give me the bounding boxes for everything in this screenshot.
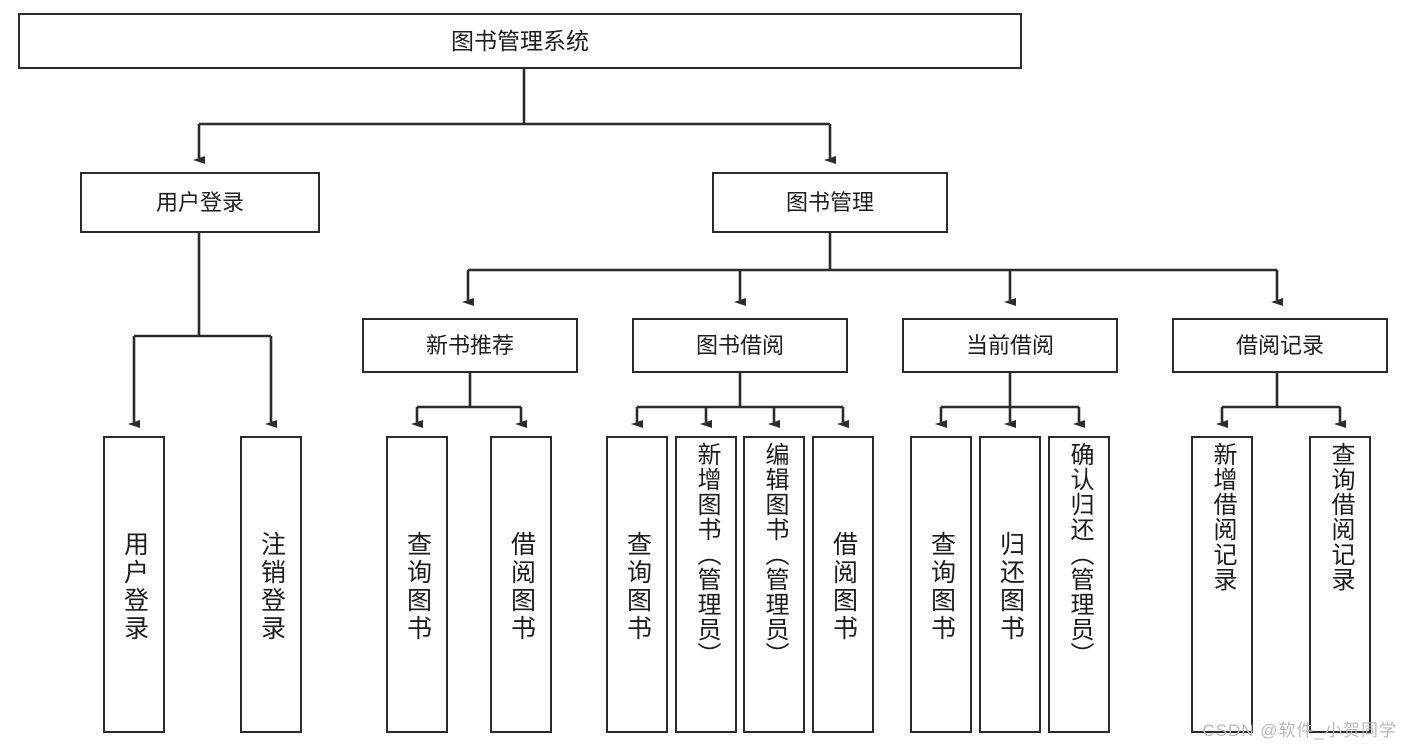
node-label: 新增图书（管理员） <box>693 442 720 667</box>
leaf-borrow-borrow-book[interactable]: 借阅图书 <box>812 436 874 733</box>
node-label: 借阅图书 <box>507 530 536 643</box>
leaf-current-confirm-return-admin[interactable]: 确认归还（管理员） <box>1048 436 1110 733</box>
node-label: 归还图书 <box>996 530 1025 643</box>
node-label: 当前借阅 <box>965 332 1054 358</box>
node-label: 注销登录 <box>257 530 286 643</box>
node-book-management[interactable]: 图书管理 <box>712 172 948 233</box>
leaf-borrow-query-book[interactable]: 查询图书 <box>606 436 668 733</box>
node-borrow-record[interactable]: 借阅记录 <box>1172 318 1388 373</box>
node-new-book-recommend[interactable]: 新书推荐 <box>362 318 578 373</box>
node-label: 用户登录 <box>120 530 149 643</box>
node-label: 确认归还（管理员） <box>1066 442 1093 667</box>
node-label: 图书借阅 <box>695 332 784 358</box>
node-user-login[interactable]: 用户登录 <box>80 172 320 233</box>
node-label: 借阅记录 <box>1235 332 1324 358</box>
node-book-borrow[interactable]: 图书借阅 <box>632 318 848 373</box>
node-label: 查询借阅记录 <box>1327 442 1354 592</box>
leaf-record-add-borrow-record[interactable]: 新增借阅记录 <box>1191 436 1253 733</box>
node-label: 新书推荐 <box>425 332 514 358</box>
node-root-system[interactable]: 图书管理系统 <box>18 13 1022 69</box>
node-label: 新增借阅记录 <box>1209 442 1236 592</box>
node-label: 图书管理 <box>785 189 874 215</box>
leaf-current-query-book[interactable]: 查询图书 <box>910 436 972 733</box>
leaf-current-return-book[interactable]: 归还图书 <box>979 436 1041 733</box>
node-label: 用户登录 <box>155 189 244 215</box>
node-current-borrow[interactable]: 当前借阅 <box>902 318 1118 373</box>
node-label: 查询图书 <box>623 530 652 643</box>
leaf-user-login-logout[interactable]: 注销登录 <box>240 436 302 733</box>
leaf-recommend-query-book[interactable]: 查询图书 <box>386 436 448 733</box>
leaf-user-login-login[interactable]: 用户登录 <box>103 436 165 733</box>
node-label: 查询图书 <box>403 530 432 643</box>
node-label: 图书管理系统 <box>451 27 589 54</box>
node-label: 查询图书 <box>927 530 956 643</box>
leaf-recommend-borrow-book[interactable]: 借阅图书 <box>490 436 552 733</box>
node-label: 借阅图书 <box>829 530 858 643</box>
leaf-borrow-edit-book-admin[interactable]: 编辑图书（管理员） <box>743 436 805 733</box>
leaf-record-query-borrow-record[interactable]: 查询借阅记录 <box>1309 436 1371 733</box>
leaf-borrow-add-book-admin[interactable]: 新增图书（管理员） <box>675 436 737 733</box>
node-label: 编辑图书（管理员） <box>761 442 788 667</box>
